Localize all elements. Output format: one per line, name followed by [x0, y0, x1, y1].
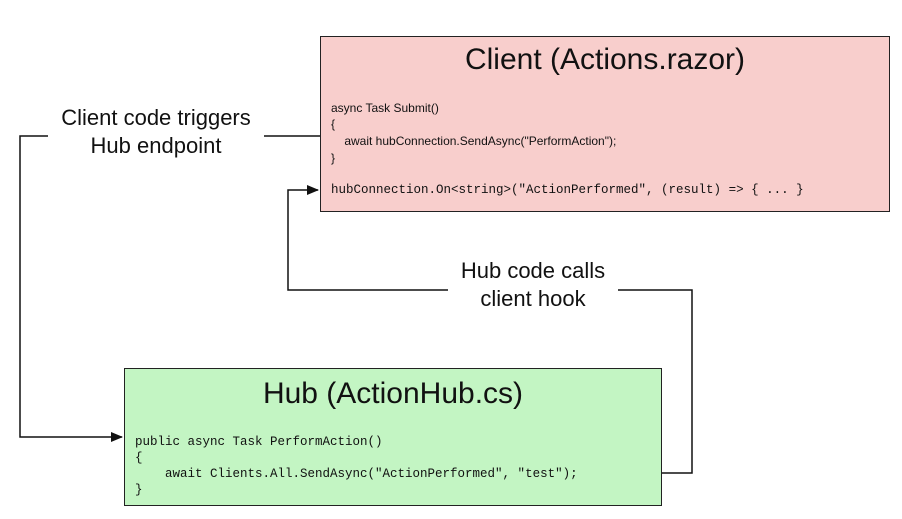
client-to-hub-label-line2: Hub endpoint [90, 133, 222, 158]
client-code-line: async Task Submit() [331, 101, 439, 115]
client-code-line: } [331, 151, 336, 165]
client-hook-line: hubConnection.On<string>("ActionPerforme… [331, 183, 804, 197]
hub-to-client-label-line1: Hub code calls [460, 258, 606, 283]
hub-title: Hub (ActionHub.cs) [262, 377, 524, 410]
hub-code-line: { [135, 451, 143, 465]
client-title: Client (Actions.razor) [464, 43, 746, 76]
hub-box: Hub (ActionHub.cs) public async Task Per… [124, 368, 662, 506]
client-box: Client (Actions.razor) async Task Submit… [320, 36, 890, 212]
hub-to-client-label: Hub code calls client hook [448, 257, 618, 313]
client-to-hub-label-line1: Client code triggers [61, 105, 251, 130]
client-code-line: { [331, 117, 336, 131]
hub-to-client-label-line2: client hook [480, 286, 586, 311]
hub-code-line: public async Task PerformAction() [135, 435, 383, 449]
hub-code-line: await Clients.All.SendAsync("ActionPerfo… [135, 467, 578, 481]
client-to-hub-label: Client code triggers Hub endpoint [48, 104, 264, 160]
client-code-line: await hubConnection.SendAsync("PerformAc… [331, 134, 617, 148]
hub-code-line: } [135, 483, 143, 497]
